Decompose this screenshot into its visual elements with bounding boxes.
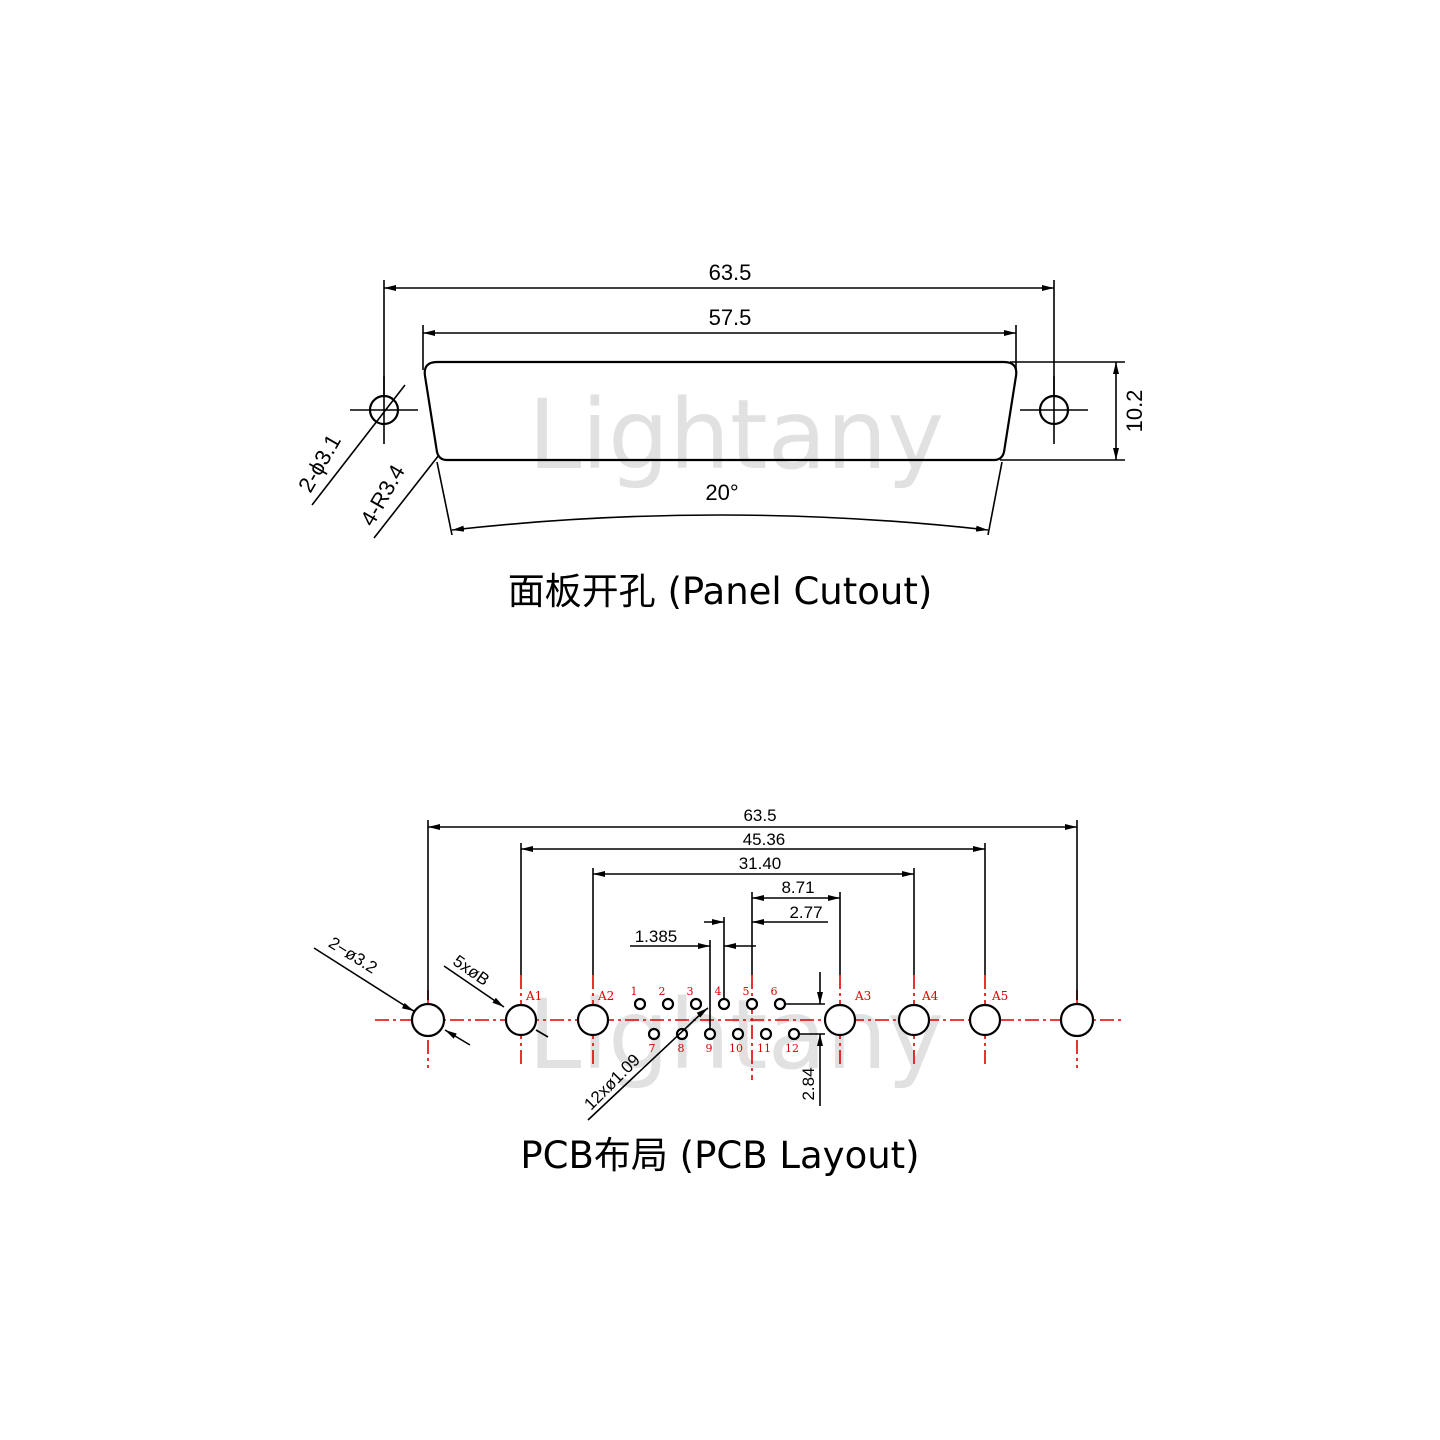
dim-height-label: 10.2 <box>1122 390 1147 433</box>
pcb-dim-1-385-label: 1.385 <box>635 927 678 946</box>
a-label: A4 <box>921 989 939 1003</box>
a-label: A5 <box>991 989 1008 1003</box>
pcb-dim-a-span-label: 45.36 <box>743 830 786 849</box>
dim-radius-label: 4-R3.4 <box>355 460 410 530</box>
pin-label: 12 <box>785 1042 799 1055</box>
leader-mount <box>313 947 411 1010</box>
pcb-dim-row-label: 2.84 <box>799 1067 818 1100</box>
pcb-layout-view: 1 2 3 4 5 6 7 8 9 10 11 12 A1 A2 A3 A4 A… <box>313 806 1125 1177</box>
pcb-dim-mount-label: 2−ø3.2 <box>325 933 380 977</box>
watermark-top: Lightany <box>528 379 944 491</box>
pcb-dim-overall-label: 63.5 <box>743 806 776 825</box>
pin-label: 4 <box>715 985 722 998</box>
pin-label: 10 <box>729 1042 743 1055</box>
leader-hole <box>311 384 406 506</box>
pcb-signal-pin <box>647 1027 661 1041</box>
leader-signal <box>587 1010 705 1121</box>
leader-radius <box>373 454 440 539</box>
pin-label: 11 <box>757 1042 771 1055</box>
pcb-signal-pin <box>759 1027 773 1041</box>
pin-label: 3 <box>687 985 694 998</box>
leader-mount-return <box>444 1029 471 1046</box>
pcb-signal-pin <box>745 997 759 1011</box>
angle-ext-right <box>987 461 1003 536</box>
pcb-dim-a-inner-label: 31.40 <box>739 854 782 873</box>
panel-cutout-view: 63.5 57.5 10.2 20° 2-ϕ3.1 4-R3.4 面板开孔 (P… <box>293 260 1147 613</box>
pcb-signal-pin <box>689 997 703 1011</box>
leader-signal-arrow <box>696 1007 709 1018</box>
leader-mount-arrow <box>401 1002 415 1012</box>
pcb-signal-pin <box>633 997 647 1011</box>
dim-overall-label: 63.5 <box>709 260 752 285</box>
pcb-dim-2-77-label: 2.77 <box>789 903 822 922</box>
pin-label: 2 <box>659 985 666 998</box>
pcb-signal-pin <box>787 1027 801 1041</box>
pcb-signal-pin <box>717 997 731 1011</box>
pin-label: 6 <box>771 985 778 998</box>
pin-label: 1 <box>631 985 638 998</box>
pcb-a-hole <box>823 1003 857 1037</box>
pcb-signal-pin <box>731 1027 745 1041</box>
pcb-signal-pin <box>675 1027 689 1041</box>
dim-hole-label: 2-ϕ3.1 <box>293 430 346 497</box>
angle-ext-left <box>436 461 453 536</box>
pin-label: 8 <box>678 1042 685 1055</box>
pcb-a-hole <box>897 1003 931 1037</box>
a-label: A1 <box>525 989 542 1003</box>
pcb-layout-caption: PCB布局 (PCB Layout) <box>520 1134 919 1177</box>
pcb-dim-8-71-label: 8.71 <box>781 878 814 897</box>
a-label: A3 <box>854 989 871 1003</box>
pcb-mount-hole-right <box>1059 1002 1095 1038</box>
dim-body-label: 57.5 <box>709 305 752 330</box>
dim-angle-label: 20° <box>705 480 738 505</box>
pcb-signal-pin <box>703 1027 717 1041</box>
pin-label: 5 <box>743 985 750 998</box>
pcb-a-hole <box>968 1003 1002 1037</box>
pcb-a-hole <box>576 1003 610 1037</box>
pcb-signal-pin <box>661 997 675 1011</box>
panel-cutout-caption: 面板开孔 (Panel Cutout) <box>508 570 933 613</box>
angle-arc <box>451 514 989 532</box>
leader-a-holes <box>443 965 505 1008</box>
a-label: A2 <box>597 989 614 1003</box>
pin-label: 9 <box>706 1042 713 1055</box>
pcb-a-hole <box>504 1003 538 1037</box>
pcb-mount-hole-left <box>410 1002 446 1038</box>
pin-label: 7 <box>649 1042 656 1055</box>
leader-a-holes-return <box>535 1029 549 1038</box>
pcb-signal-pin <box>773 997 787 1011</box>
